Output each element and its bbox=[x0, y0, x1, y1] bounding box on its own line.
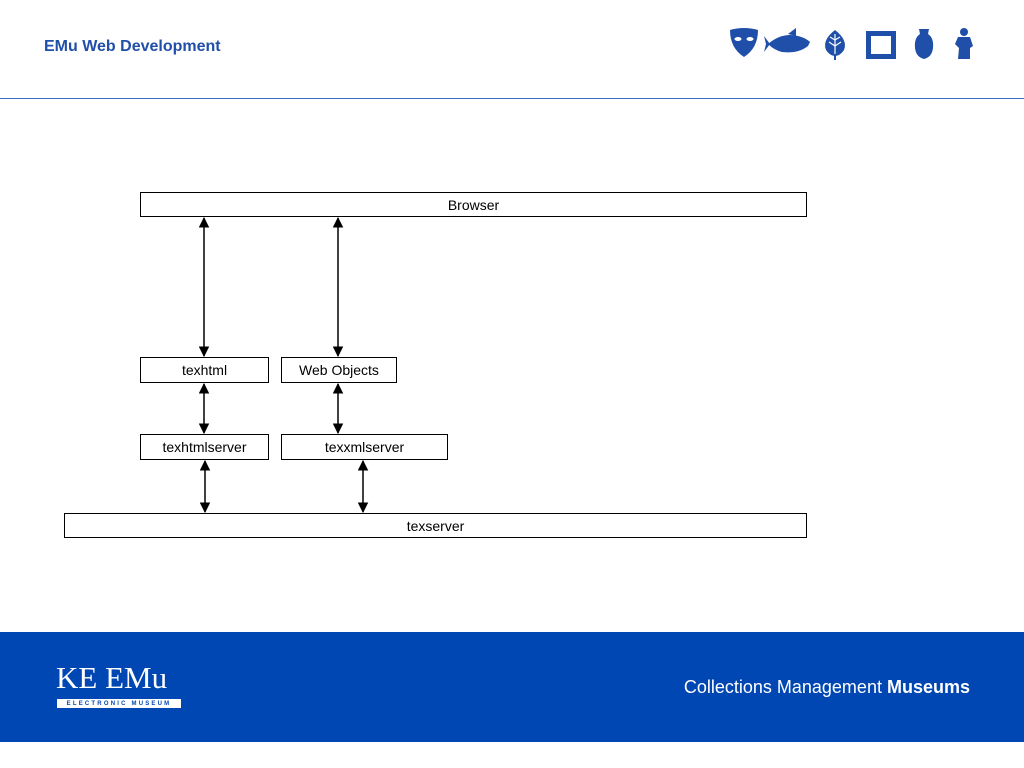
logo-subtext: ELECTRONIC MUSEUM bbox=[66, 700, 172, 707]
footer-band: KE EMu ELECTRONIC MUSEUM Collections Man… bbox=[0, 632, 1024, 742]
node-texxmlserver: texxmlserver bbox=[281, 434, 448, 460]
vase-icon bbox=[914, 29, 934, 59]
node-browser: Browser bbox=[140, 192, 807, 217]
tagline-bold: Museums bbox=[886, 677, 970, 697]
fish-icon bbox=[764, 28, 810, 53]
footer-tagline: Collections Management Museums bbox=[684, 677, 970, 698]
node-web-objects: Web Objects bbox=[281, 357, 397, 383]
tagline-prefix: Collections Management bbox=[683, 677, 882, 697]
logo-text: KE EMu bbox=[56, 660, 168, 695]
logo-bar: ELECTRONIC MUSEUM bbox=[57, 699, 181, 708]
node-texserver: texserver bbox=[64, 513, 807, 538]
header-divider bbox=[0, 98, 1024, 99]
node-texhtml: texhtml bbox=[140, 357, 269, 383]
node-texhtmlserver: texhtmlserver bbox=[140, 434, 269, 460]
leaf-icon bbox=[825, 30, 845, 60]
header-icons bbox=[730, 28, 973, 60]
mask-icon bbox=[730, 28, 758, 57]
frame-icon bbox=[866, 31, 896, 59]
ke-emu-logo: KE EMu ELECTRONIC MUSEUM bbox=[56, 660, 182, 708]
statue-icon bbox=[955, 28, 973, 59]
page-title: EMu Web Development bbox=[44, 38, 221, 55]
